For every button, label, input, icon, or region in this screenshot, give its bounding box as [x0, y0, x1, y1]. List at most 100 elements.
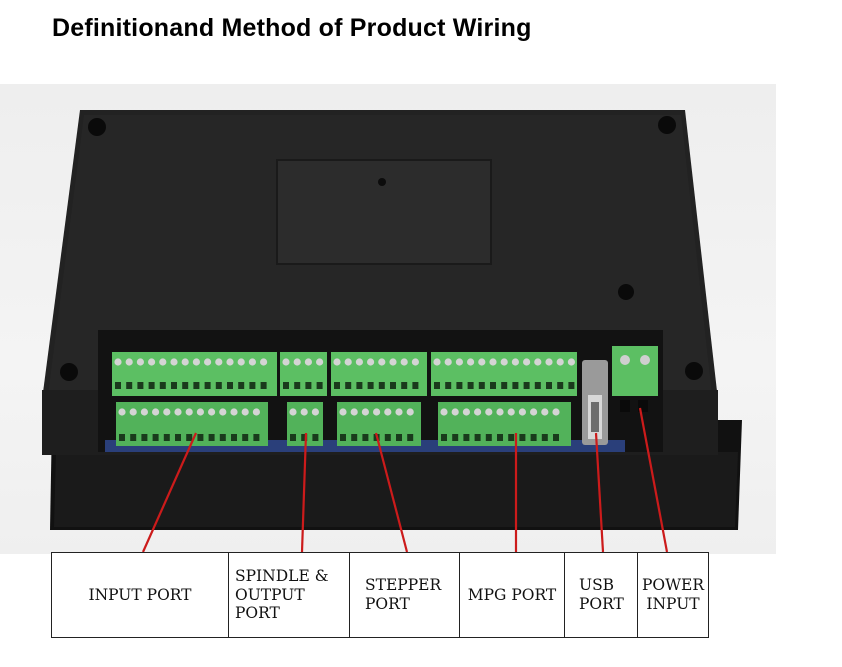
- terminal-row-upper: [112, 352, 577, 396]
- terminal-screw: [230, 408, 238, 416]
- terminal-slot: [367, 382, 374, 389]
- usb-connector: [582, 360, 608, 445]
- label-stepper-port: STEPPER PORT: [350, 553, 460, 637]
- terminal-slot: [283, 382, 289, 389]
- label-spindle-output-port-text: SPINDLE & OUTPUT PORT: [235, 567, 329, 623]
- terminal-slot: [130, 434, 137, 441]
- terminal-slot: [553, 434, 559, 441]
- terminal-screw: [545, 358, 553, 366]
- terminal-screw: [500, 358, 508, 366]
- terminal-slot: [242, 434, 249, 441]
- terminal-screw: [451, 408, 459, 416]
- terminal-slot: [115, 382, 121, 389]
- terminal-slot: [362, 434, 369, 441]
- terminal-slot: [204, 382, 211, 389]
- terminal-screw: [556, 358, 564, 366]
- terminal-screw: [344, 358, 352, 366]
- terminal-screw: [384, 408, 392, 416]
- terminal-screw: [373, 408, 381, 416]
- terminal-screw: [378, 358, 386, 366]
- terminal-slot: [294, 382, 301, 389]
- power-screw-2: [640, 355, 650, 365]
- mount-hole-bottom-left: [60, 363, 78, 381]
- terminal-screw: [485, 408, 493, 416]
- terminal-slot: [412, 382, 419, 389]
- terminal-slot: [434, 382, 440, 389]
- terminal-slot: [497, 434, 503, 441]
- terminal-screw: [163, 408, 171, 416]
- power-screw-1: [620, 355, 630, 365]
- terminal-screw: [136, 358, 144, 366]
- terminal-slot: [390, 382, 396, 389]
- terminal-slot: [231, 434, 237, 441]
- terminal-slots-lower: [119, 434, 559, 441]
- terminal-screw: [474, 408, 482, 416]
- terminal-screw: [523, 358, 531, 366]
- terminal-slot: [260, 382, 267, 389]
- terminal-screw: [552, 408, 560, 416]
- terminal-screws-lower: [118, 408, 560, 416]
- terminal-screw: [489, 358, 497, 366]
- terminal-screw: [411, 358, 419, 366]
- terminal-slot: [345, 382, 352, 389]
- terminal-screw: [361, 408, 369, 416]
- terminal-slot: [175, 434, 181, 441]
- page-title: Definitionand Method of Product Wiring: [52, 14, 532, 42]
- terminal-screw: [541, 408, 549, 416]
- terminal-slot: [290, 434, 296, 441]
- leader-line-power-input: [638, 407, 669, 553]
- terminal-screw: [260, 358, 268, 366]
- mount-hole-mid-right: [618, 284, 634, 300]
- terminal-screw: [204, 358, 212, 366]
- terminal-screw: [208, 408, 216, 416]
- terminal-screw: [462, 408, 470, 416]
- terminal-screw: [467, 358, 475, 366]
- terminal-slot: [186, 434, 193, 441]
- terminal-slot: [512, 382, 519, 389]
- terminal-screw: [300, 408, 308, 416]
- terminal-slot: [197, 434, 204, 441]
- terminal-screw: [478, 358, 486, 366]
- terminal-screw: [289, 408, 297, 416]
- terminal-slot: [441, 434, 447, 441]
- terminal-screw: [282, 358, 290, 366]
- terminal-block-lower-4: [438, 402, 571, 446]
- terminal-slot: [452, 434, 459, 441]
- terminal-slot: [445, 382, 452, 389]
- terminal-screw: [248, 358, 256, 366]
- terminal-screw: [129, 408, 137, 416]
- terminal-slot: [557, 382, 564, 389]
- terminal-slot: [474, 434, 481, 441]
- terminal-screw: [518, 408, 527, 416]
- label-input-port-text: INPUT PORT: [88, 585, 192, 604]
- terminal-slot: [312, 434, 319, 441]
- front-bezel: [54, 452, 738, 527]
- terminal-screw: [511, 358, 519, 366]
- label-usb-port: USB PORT: [565, 553, 638, 637]
- terminal-slot: [351, 434, 358, 441]
- terminal-screw: [367, 358, 375, 366]
- terminal-slot: [384, 434, 391, 441]
- terminal-screw: [316, 358, 324, 366]
- terminal-slot: [568, 382, 575, 389]
- terminal-screw: [226, 358, 234, 366]
- terminal-slot: [238, 382, 245, 389]
- terminal-screw: [455, 358, 463, 366]
- terminal-slot: [378, 382, 385, 389]
- terminal-screw: [185, 408, 193, 416]
- terminal-screw: [530, 408, 538, 416]
- terminal-slot: [401, 382, 408, 389]
- terminal-slot: [530, 434, 537, 441]
- terminal-slots-upper: [115, 382, 575, 389]
- label-stepper-port-text: STEPPER PORT: [365, 576, 442, 613]
- terminal-screw: [219, 408, 227, 416]
- terminal-screw: [148, 358, 156, 366]
- terminal-slot: [485, 434, 492, 441]
- terminal-screw: [215, 358, 223, 366]
- terminal-screw: [534, 358, 542, 366]
- terminal-screw: [114, 358, 122, 366]
- terminal-screw: [159, 358, 167, 366]
- terminal-screw: [333, 358, 341, 366]
- label-recess: [276, 159, 492, 265]
- terminal-slot: [490, 382, 496, 389]
